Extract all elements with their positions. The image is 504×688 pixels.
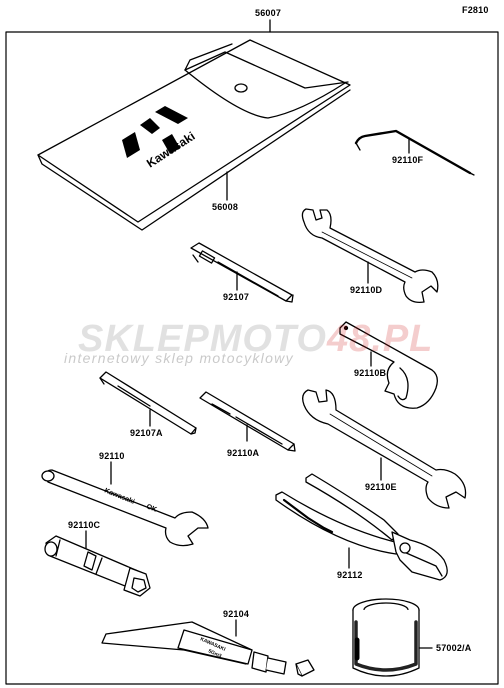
open-end-wrench-92110D: [301, 208, 439, 304]
label-92112: 92112: [337, 570, 363, 580]
screwdriver-bit: [99, 371, 197, 435]
open-end-wrench-92110E: [302, 389, 467, 509]
grease-tube: KAWASAKI 5Gm3: [101, 621, 315, 677]
label-56007: 56007: [255, 8, 282, 18]
svg-text:5Gm3: 5Gm3: [207, 648, 222, 659]
label-92107: 92107: [223, 292, 250, 302]
pliers: [275, 473, 448, 581]
label-92110B: 92110B: [354, 368, 387, 378]
watermark-main-right: 48.PL: [327, 318, 434, 360]
tool-pouch: Kawasaki: [37, 39, 351, 231]
screwdriver-handle: [190, 242, 294, 303]
label-92110A: 92110A: [227, 448, 260, 458]
svg-text:OK: OK: [145, 503, 157, 513]
label-92107A: 92107A: [130, 428, 163, 438]
label-figure-code: F2810: [462, 5, 489, 15]
hex-key: [354, 129, 475, 176]
label-92110D: 92110D: [350, 285, 383, 295]
pouch-snap-button: [234, 83, 248, 93]
screwdriver-flat: [199, 391, 296, 452]
oil-can: [352, 598, 420, 677]
watermark-logo: SKLEPMOTO48.PL: [78, 318, 433, 361]
label-92104: 92104: [223, 609, 250, 619]
label-92110E: 92110E: [365, 482, 397, 492]
box-socket: [44, 535, 151, 597]
watermark-main-left: SKLEPMOTO: [78, 318, 327, 360]
label-92110F: 92110F: [392, 155, 424, 165]
diagram-frame: [5, 31, 499, 685]
combination-wrench: Kawasaki OK: [41, 469, 209, 547]
hook-spanner: [339, 321, 438, 409]
label-92110C: 92110C: [68, 520, 101, 530]
label-57002A: 57002/A: [436, 643, 472, 653]
label-56008: 56008: [212, 202, 239, 212]
watermark-subtitle: internetowy sklep motocyklowy: [64, 350, 294, 366]
label-92110: 92110: [99, 451, 125, 461]
pliers-pivot: [399, 542, 411, 554]
